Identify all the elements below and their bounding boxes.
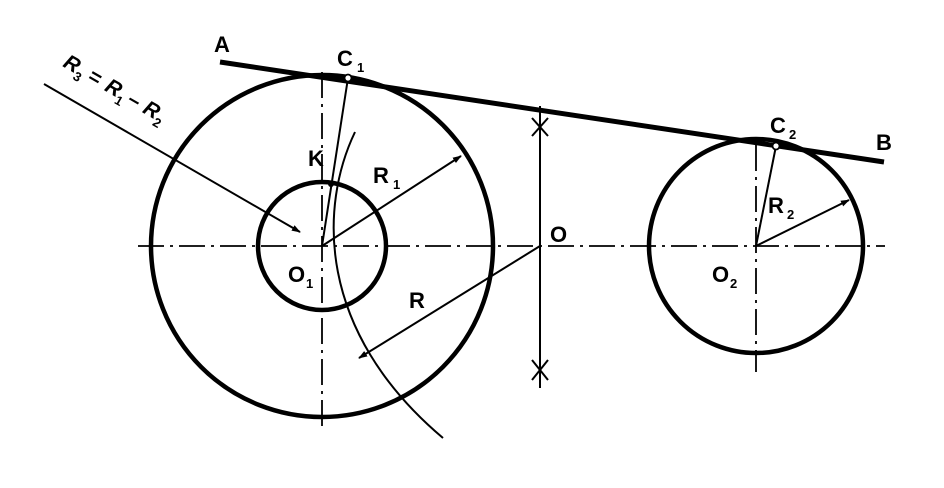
label-r: R — [409, 288, 425, 313]
leader-arrow-r3 — [43, 83, 301, 233]
svg-text:=: = — [84, 64, 106, 90]
circle-r2 — [646, 136, 866, 356]
line-o1-c1 — [321, 77, 349, 247]
radius-arrow-r — [358, 245, 541, 359]
formula-r3: R 3 = R 1 – R 2 — [60, 50, 165, 130]
label-c1: C — [337, 46, 353, 71]
label-r2-sub: 2 — [787, 207, 794, 222]
label-k: K — [308, 146, 324, 171]
radius-arrow-r2 — [755, 199, 850, 247]
label-o2: O — [712, 262, 729, 287]
label-c2-sub: 2 — [789, 127, 796, 142]
label-r2: R — [768, 193, 784, 218]
label-r1-sub: 1 — [393, 177, 400, 192]
dimension-tick-top-2 — [531, 117, 549, 137]
point-c1 — [343, 73, 353, 83]
circle-r3 — [255, 179, 389, 313]
arc-r — [332, 131, 444, 439]
label-o2-sub: 2 — [730, 276, 737, 291]
label-b: B — [876, 130, 892, 155]
point-c2 — [771, 141, 781, 151]
label-o: O — [550, 222, 567, 247]
label-r1: R — [373, 163, 389, 188]
dimension-tick-bottom-2 — [531, 359, 549, 381]
line-o2-c2 — [755, 145, 777, 247]
radius-arrow-r1 — [321, 155, 462, 247]
label-c1-sub: 1 — [357, 60, 364, 75]
label-a: A — [214, 32, 230, 57]
point-k — [328, 181, 334, 187]
label-o1-sub: 1 — [306, 276, 313, 291]
label-o1: O — [288, 262, 305, 287]
label-c2: C — [770, 113, 786, 138]
